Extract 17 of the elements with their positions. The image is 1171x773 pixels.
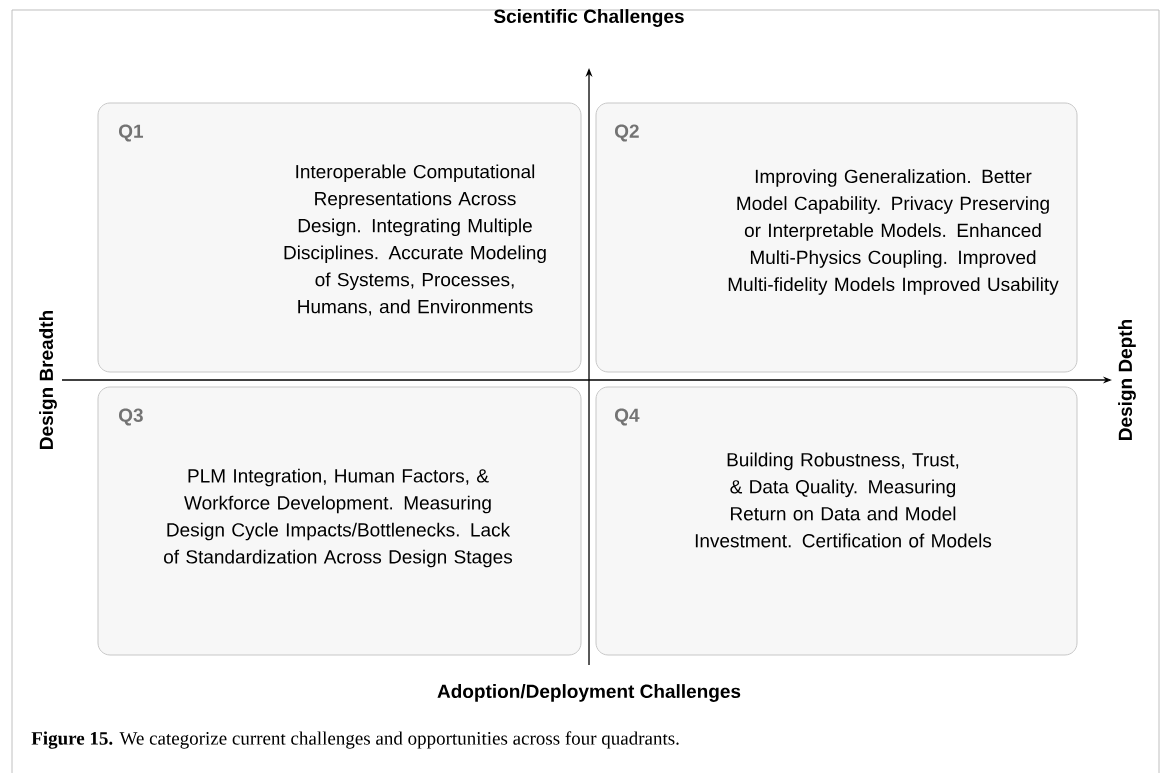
quadrant-text: Interoperable Computational Representations Across Design. Integrating Multiple Disciplines. Accurate Modeling of Systems, Processes, Humans, and Environments bbox=[284, 164, 546, 316]
quadrant-label: Q3 bbox=[119, 408, 143, 426]
quadrant-box bbox=[595, 102, 1078, 373]
quadrant-label: Q2 bbox=[615, 124, 639, 142]
caption: Figure 15. We categorize current challenges and opportunities across four quadrants. bbox=[31, 731, 679, 749]
quadrant-label: Q1 bbox=[119, 124, 144, 142]
quadrant-label: Q4 bbox=[615, 408, 640, 426]
axis-label: Adoption/Deployment Challenges bbox=[437, 684, 741, 702]
axis-label: Design Depth bbox=[1118, 319, 1136, 440]
quadrant-text: Improving Generalization. Better Model Capability. Privacy Preserving or Interpretable Models. Enhanced Multi-Physics Coupling. Improved Multi-fidelity Models Improved Usability bbox=[728, 169, 1059, 295]
quadrant-text: Building Robustness, Trust, & Data Quality. Measuring Return on Data and Model Investment. Certification of Models bbox=[695, 452, 992, 548]
quadrant-box bbox=[595, 386, 1078, 656]
quadrant-box bbox=[97, 386, 582, 656]
quadrant-text: PLM Integration, Human Factors, & Workforce Development. Measuring Design Cycle Impacts/Bottlenecks. Lack of Standardization Across Design Stages bbox=[164, 468, 513, 568]
axis-label: Design Breadth bbox=[39, 311, 57, 449]
axis-label: Scientific Challenges bbox=[494, 9, 684, 27]
quadrant-box bbox=[97, 102, 582, 373]
